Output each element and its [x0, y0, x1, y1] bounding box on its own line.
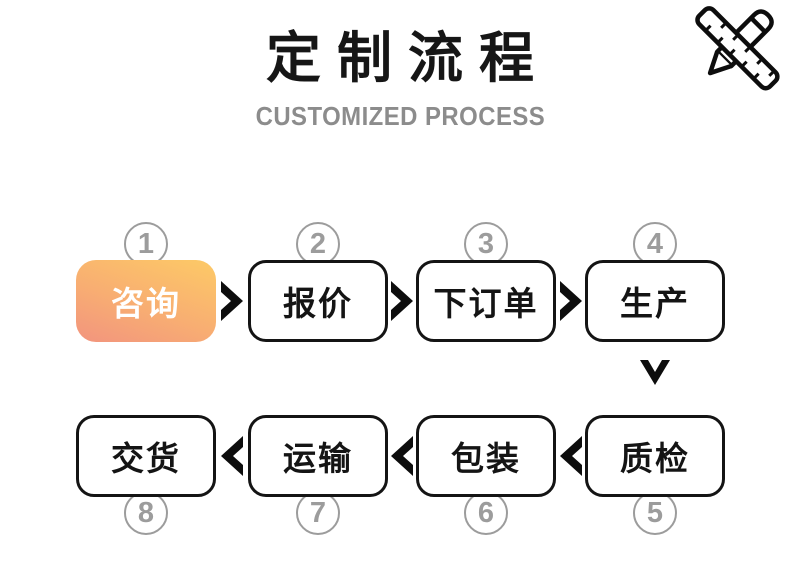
step-place-order: 3 下订单 [416, 222, 556, 342]
arrow-left-icon [391, 436, 413, 476]
arrow-right-icon [221, 281, 243, 321]
step-delivery: 交货 8 [76, 415, 216, 535]
arrow-down-icon [640, 360, 670, 385]
step-label-box: 包装 [416, 415, 556, 497]
step-number-badge: 7 [296, 491, 340, 535]
step-label-box: 交货 [76, 415, 216, 497]
header: 定制流程 CUSTOMIZED PROCESS [0, 28, 800, 132]
step-number-badge: 5 [633, 491, 677, 535]
pencil-ruler-icon [695, 6, 780, 91]
step-packaging: 包装 6 [416, 415, 556, 535]
arrow-right-icon [560, 281, 582, 321]
step-shipping: 运输 7 [248, 415, 388, 535]
step-label-box: 运输 [248, 415, 388, 497]
step-consult: 1 咨询 [76, 222, 216, 342]
step-label-box: 报价 [248, 260, 388, 342]
arrow-left-icon [560, 436, 582, 476]
arrow-right-icon [391, 281, 413, 321]
step-label-box: 生产 [585, 260, 725, 342]
step-quality-check: 质检 5 [585, 415, 725, 535]
page-subtitle: CUSTOMIZED PROCESS [255, 100, 545, 131]
step-number-badge: 6 [464, 491, 508, 535]
step-number-badge: 8 [124, 491, 168, 535]
step-label-box: 下订单 [416, 260, 556, 342]
step-label-box: 咨询 [76, 260, 216, 342]
step-quote: 2 报价 [248, 222, 388, 342]
page-title: 定制流程 [265, 27, 550, 89]
arrow-left-icon [221, 436, 243, 476]
step-label-box: 质检 [585, 415, 725, 497]
step-production: 4 生产 [585, 222, 725, 342]
